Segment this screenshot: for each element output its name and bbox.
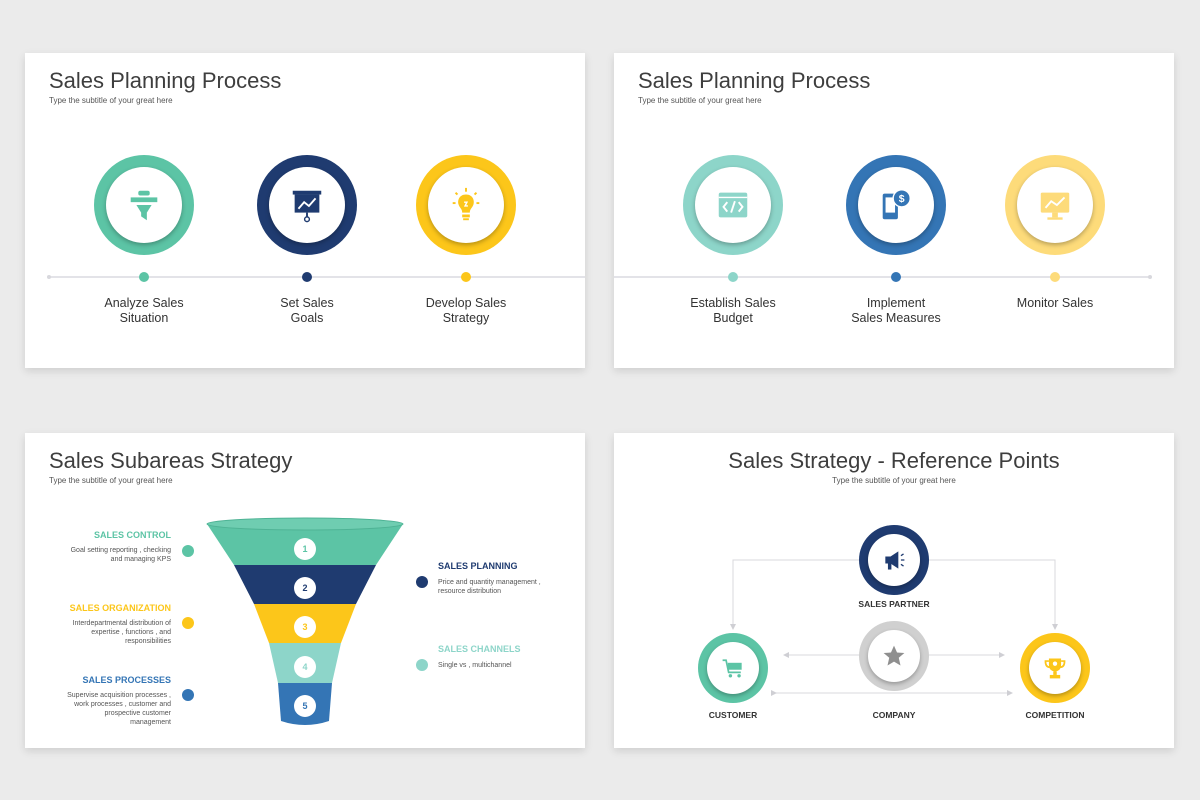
item-dot-sales-processes bbox=[182, 689, 194, 701]
slide-sales-subareas-strategy[interactable]: Sales Subareas Strategy Type the subtitl… bbox=[25, 433, 585, 748]
step-dot-1 bbox=[139, 272, 149, 282]
step-dot-1 bbox=[728, 272, 738, 282]
timeline-line bbox=[49, 276, 585, 278]
slide-title: Sales Strategy - Reference Points bbox=[728, 448, 1060, 473]
item-dot-sales-channels bbox=[416, 659, 428, 671]
node-competition[interactable] bbox=[1020, 633, 1090, 703]
item-title-sales-channels: SALES CHANNELS bbox=[438, 644, 521, 654]
slide-title: Sales Planning Process bbox=[638, 68, 871, 93]
node-label-competition: COMPETITION bbox=[1025, 710, 1085, 720]
funnel-number-5: 5 bbox=[302, 701, 307, 711]
node-label-company: COMPANY bbox=[872, 710, 916, 720]
step-dot-2 bbox=[302, 272, 312, 282]
step-dot-3 bbox=[1050, 272, 1060, 282]
slide-sales-planning-process-1[interactable]: Sales Planning Process Type the subtitle… bbox=[25, 53, 585, 368]
slide-title: Sales Subareas Strategy bbox=[49, 448, 293, 473]
slide-sales-strategy-reference-points[interactable]: Sales Strategy - Reference Points Type t… bbox=[614, 433, 1174, 748]
timeline-end-dot bbox=[1148, 275, 1152, 279]
star-icon bbox=[883, 645, 905, 666]
node-label-customer: CUSTOMER bbox=[708, 710, 758, 720]
item-dot-sales-organization bbox=[182, 617, 194, 629]
item-title-sales-control: SALES CONTROL bbox=[93, 530, 171, 540]
timeline-start-dot bbox=[47, 275, 51, 279]
step-label-3: Monitor Sales bbox=[1016, 296, 1094, 310]
funnel-rim bbox=[206, 517, 404, 531]
presentation-chart-icon bbox=[292, 190, 322, 223]
funnel-icon bbox=[130, 190, 158, 221]
step-label-1: Analyze Sales Situation bbox=[104, 296, 184, 325]
item-dot-sales-planning bbox=[416, 576, 428, 588]
step-label-2: Set Sales Goals bbox=[280, 296, 334, 325]
item-desc-sales-processes: Supervise acquisition processes , work p… bbox=[67, 692, 171, 726]
monitor-chart-icon bbox=[1040, 192, 1070, 220]
step-ring-1 bbox=[94, 155, 194, 255]
node-label-sales-partner: SALES PARTNER bbox=[858, 599, 930, 609]
svg-text:$: $ bbox=[899, 194, 905, 205]
trophy-icon bbox=[1044, 658, 1066, 679]
step-dot-3 bbox=[461, 272, 471, 282]
slide-title: Sales Planning Process bbox=[49, 68, 282, 93]
node-customer[interactable] bbox=[698, 633, 768, 703]
slide-sales-planning-process-2[interactable]: Sales Planning Process Type the subtitle… bbox=[614, 53, 1174, 368]
step-label-3: Develop Sales Strategy bbox=[425, 296, 507, 325]
code-window-icon bbox=[718, 192, 748, 218]
funnel-number-1: 1 bbox=[302, 544, 307, 554]
item-title-sales-organization: SALES ORGANIZATION bbox=[69, 603, 171, 613]
item-desc-sales-planning: Price and quantity management , resource… bbox=[438, 579, 541, 595]
lightbulb-icon bbox=[452, 187, 480, 221]
step-label-2: Implement Sales Measures bbox=[851, 296, 941, 325]
step-ring-2: $ bbox=[846, 155, 946, 255]
slide-subtitle: Type the subtitle of your great here bbox=[832, 476, 956, 485]
megaphone-icon bbox=[885, 551, 905, 570]
item-desc-sales-organization: Interdepartmental distribution of expert… bbox=[72, 620, 171, 645]
step-ring-1 bbox=[683, 155, 783, 255]
step-ring-3 bbox=[416, 155, 516, 255]
item-desc-sales-control: Goal setting reporting , checking and ma… bbox=[70, 547, 171, 563]
step-dot-2 bbox=[891, 272, 901, 282]
item-desc-sales-channels: Single vs , multichannel bbox=[438, 662, 512, 669]
node-company[interactable] bbox=[859, 621, 929, 691]
step-ring-2 bbox=[257, 155, 357, 255]
slide-subtitle: Type the subtitle of your great here bbox=[49, 96, 173, 105]
connector-lines bbox=[730, 559, 1058, 696]
node-sales-partner[interactable] bbox=[859, 525, 929, 595]
funnel-number-4: 4 bbox=[302, 662, 307, 672]
slide-subtitle: Type the subtitle of your great here bbox=[638, 96, 762, 105]
item-title-sales-planning: SALES PLANNING bbox=[438, 561, 518, 571]
funnel-graphic: 1 2 3 4 5 bbox=[206, 517, 404, 725]
step-label-1: Establish Sales Budget bbox=[690, 296, 776, 325]
mobile-dollar-icon: $ bbox=[882, 189, 911, 220]
timeline-line bbox=[614, 276, 1150, 278]
shopping-cart-icon bbox=[722, 659, 742, 678]
item-dot-sales-control bbox=[182, 545, 194, 557]
step-ring-3 bbox=[1005, 155, 1105, 255]
funnel-number-2: 2 bbox=[302, 583, 307, 593]
slide-subtitle: Type the subtitle of your great here bbox=[49, 476, 173, 485]
item-title-sales-processes: SALES PROCESSES bbox=[82, 675, 171, 685]
funnel-number-3: 3 bbox=[302, 622, 307, 632]
